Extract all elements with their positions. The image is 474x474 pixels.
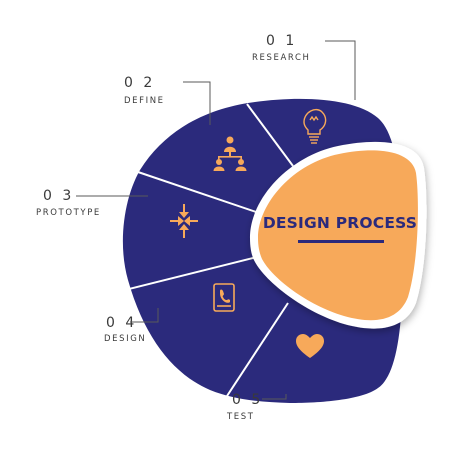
center-blob (250, 141, 427, 329)
connector-line (262, 394, 287, 400)
step-number: 0 2 (124, 75, 155, 91)
step-01-research: 0 1 RESEARCH (252, 33, 356, 144)
step-05-test: 0 5 TEST (226, 334, 324, 422)
step-03-prototype: 0 3 PROTOTYPE (36, 188, 198, 238)
step-number: 0 5 (232, 392, 263, 408)
step-label: DEFINE (124, 96, 165, 106)
step-number: 0 4 (106, 315, 137, 331)
center-title: DESIGN PROCESS (263, 214, 417, 232)
step-number: 0 1 (266, 33, 297, 49)
segment-dividers (124, 103, 294, 397)
connector-line (183, 81, 211, 125)
step-02-define: 0 2 DEFINE (124, 75, 247, 171)
heart-icon (296, 334, 324, 358)
connector-line (325, 40, 356, 100)
connector-line (130, 308, 159, 323)
step-label: PROTOTYPE (36, 208, 101, 218)
step-04-design: 0 4 DESIGN (104, 283, 235, 344)
title-underline (298, 240, 384, 243)
arrows-converge-icon (170, 204, 198, 238)
tablet-icon (213, 283, 235, 312)
step-label: TEST (226, 412, 255, 422)
team-hierarchy-icon (213, 136, 247, 171)
center-blob-fill (258, 150, 418, 321)
step-number: 0 3 (43, 188, 74, 204)
lightbulb-icon (303, 108, 327, 144)
step-label: DESIGN (104, 334, 146, 344)
step-label: RESEARCH (252, 53, 310, 63)
